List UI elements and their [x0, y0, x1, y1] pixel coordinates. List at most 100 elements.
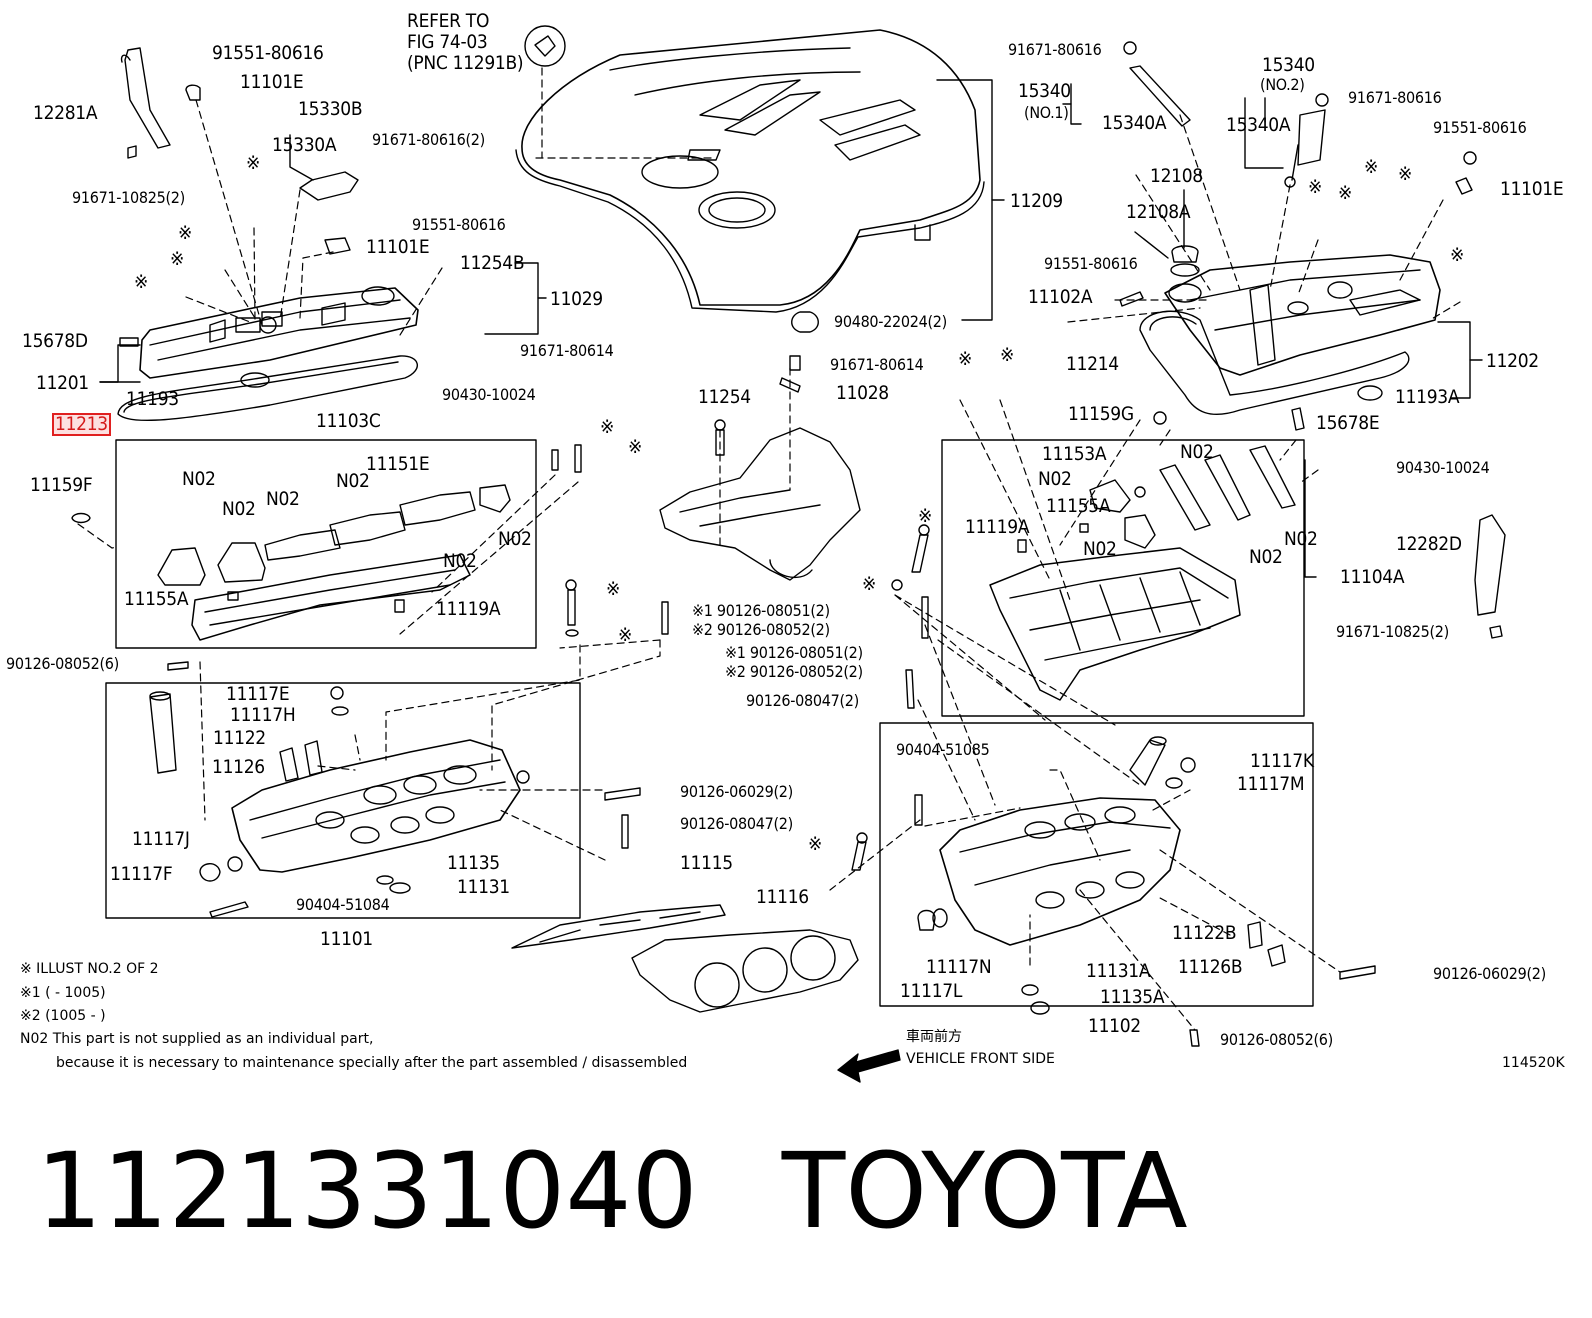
- part-11126B[interactable]: 11126B: [1178, 956, 1243, 978]
- mark-4: ※: [134, 271, 149, 293]
- part-11202[interactable]: 11202: [1486, 350, 1539, 372]
- part-90404-51084[interactable]: 90404-51084: [296, 895, 390, 914]
- part-91671-80616-right-a[interactable]: 91671-80616: [1008, 40, 1102, 59]
- note-n02-5: N02: [498, 528, 532, 550]
- part-11159G[interactable]: 11159G: [1068, 403, 1134, 425]
- part-11104A[interactable]: 11104A: [1340, 566, 1405, 588]
- part-12281A[interactable]: 12281A: [33, 102, 98, 124]
- part-15330B[interactable]: 15330B: [298, 98, 363, 120]
- part-11028[interactable]: 11028: [836, 382, 889, 404]
- mark-9: ※: [862, 573, 877, 595]
- part-11135[interactable]: 11135: [447, 852, 500, 874]
- mark-10: ※: [918, 505, 933, 527]
- vehicle-front-arrow-icon: [837, 1049, 901, 1083]
- part-15340A-b[interactable]: 15340A: [1226, 114, 1291, 136]
- part-11193A[interactable]: 11193A: [1395, 386, 1460, 408]
- part-91671-80616-2-a[interactable]: 91671-80616(2): [372, 130, 485, 149]
- part-11117J[interactable]: 11117J: [132, 828, 190, 850]
- part-s1-90126-08051-2-a[interactable]: ※1 90126-08051(2): [692, 601, 830, 620]
- part-11155A-a[interactable]: 11155A: [124, 588, 189, 610]
- part-11126[interactable]: 11126: [212, 756, 265, 778]
- part-15330A[interactable]: 15330A: [272, 134, 337, 156]
- label-15340-no2-sub: (NO.2): [1260, 75, 1305, 94]
- part-11115[interactable]: 11115: [680, 852, 733, 874]
- part-11131A[interactable]: 11131A: [1086, 960, 1151, 982]
- part-11117M[interactable]: 11117M: [1237, 773, 1305, 795]
- refer-line-1: REFER TO: [407, 10, 490, 32]
- part-11119A-a[interactable]: 11119A: [436, 598, 501, 620]
- part-90126-06029-2-a[interactable]: 90126-06029(2): [680, 782, 793, 801]
- part-11101[interactable]: 11101: [320, 928, 373, 950]
- part-11116[interactable]: 11116: [756, 886, 809, 908]
- part-91671-80616-right-b[interactable]: 91671-80616: [1348, 88, 1442, 107]
- part-91671-80614-a[interactable]: 91671-80614: [520, 341, 614, 360]
- part-91671-10825-2-a[interactable]: 91671-10825(2): [72, 188, 185, 207]
- note-n02-7: N02: [1038, 468, 1072, 490]
- mark-3: ※: [170, 248, 185, 270]
- refer-line-2: FIG 74-03: [407, 31, 488, 53]
- part-15340-no1[interactable]: 15340: [1018, 80, 1071, 102]
- head-gaskets: [511, 904, 859, 1013]
- part-90126-08052-6-a[interactable]: 90126-08052(6): [6, 654, 119, 673]
- part-91551-80616-b[interactable]: 91551-80616: [412, 215, 506, 234]
- note-n02-4: N02: [336, 470, 370, 492]
- part-11193[interactable]: 11193: [126, 388, 179, 410]
- part-11201[interactable]: 11201: [36, 372, 89, 394]
- part-90126-06029-2-b[interactable]: 90126-06029(2): [1433, 964, 1546, 983]
- part-11153A[interactable]: 11153A: [1042, 443, 1107, 465]
- part-91671-80614-b[interactable]: 91671-80614: [830, 355, 924, 374]
- part-11103C[interactable]: 11103C: [316, 410, 381, 432]
- part-11102[interactable]: 11102: [1088, 1015, 1141, 1037]
- part-15340A-a[interactable]: 15340A: [1102, 112, 1167, 134]
- part-11254B[interactable]: 11254B: [460, 252, 525, 274]
- vehicle-front-en: VEHICLE FRONT SIDE: [906, 1051, 1055, 1067]
- part-11209[interactable]: 11209: [1010, 190, 1063, 212]
- part-11213-highlighted[interactable]: 11213: [52, 413, 111, 436]
- part-11117E[interactable]: 11117E: [226, 683, 290, 705]
- part-91551-80616-d[interactable]: 91551-80616: [1044, 254, 1138, 273]
- part-s2-90126-08052-2-b[interactable]: ※2 90126-08052(2): [725, 662, 863, 681]
- part-91671-10825-2-b[interactable]: 91671-10825(2): [1336, 622, 1449, 641]
- part-15340-no2[interactable]: 15340: [1262, 54, 1315, 76]
- part-90430-10024-b[interactable]: 90430-10024: [1396, 458, 1490, 477]
- part-11135A[interactable]: 11135A: [1100, 986, 1165, 1008]
- part-12282D[interactable]: 12282D: [1396, 533, 1462, 555]
- part-11122[interactable]: 11122: [213, 727, 266, 749]
- part-s2-90126-08052-2-a[interactable]: ※2 90126-08052(2): [692, 620, 830, 639]
- part-11102A[interactable]: 11102A: [1028, 286, 1093, 308]
- part-11119A-b[interactable]: 11119A: [965, 516, 1030, 538]
- part-15678D[interactable]: 15678D: [22, 330, 88, 352]
- part-11101E-a[interactable]: 11101E: [240, 71, 304, 93]
- part-91551-80616-a[interactable]: 91551-80616: [212, 42, 324, 64]
- part-90430-10024-a[interactable]: 90430-10024: [442, 385, 536, 404]
- part-15678E[interactable]: 15678E: [1316, 412, 1380, 434]
- part-11254[interactable]: 11254: [698, 386, 751, 408]
- part-91551-80616-c[interactable]: 91551-80616: [1433, 118, 1527, 137]
- part-12108[interactable]: 12108: [1150, 165, 1203, 187]
- part-11117K[interactable]: 11117K: [1250, 750, 1314, 772]
- part-90480-22024-2[interactable]: 90480-22024(2): [834, 312, 947, 331]
- part-11029[interactable]: 11029: [550, 288, 603, 310]
- part-11101E-b[interactable]: 11101E: [366, 236, 430, 258]
- part-90126-08047-2-a[interactable]: 90126-08047(2): [680, 814, 793, 833]
- mark-2: ※: [178, 222, 193, 244]
- part-11117L[interactable]: 11117L: [900, 980, 963, 1002]
- part-s1-90126-08051-2-b[interactable]: ※1 90126-08051(2): [725, 643, 863, 662]
- part-11151E[interactable]: 11151E: [366, 453, 430, 475]
- part-11214[interactable]: 11214: [1066, 353, 1119, 375]
- part-11117F[interactable]: 11117F: [110, 863, 173, 885]
- part-11101E-c[interactable]: 11101E: [1500, 178, 1564, 200]
- part-90126-08047-2-b[interactable]: 90126-08047(2): [746, 691, 859, 710]
- part-90404-51085[interactable]: 90404-51085: [896, 740, 990, 759]
- part-90126-08052-6-b[interactable]: 90126-08052(6): [1220, 1030, 1333, 1049]
- part-11117N[interactable]: 11117N: [926, 956, 992, 978]
- part-11122B[interactable]: 11122B: [1172, 922, 1237, 944]
- note-n02-3: N02: [266, 488, 300, 510]
- part-12108A[interactable]: 12108A: [1126, 201, 1191, 223]
- part-11117H[interactable]: 11117H: [230, 704, 296, 726]
- note-n02-8: N02: [1180, 441, 1214, 463]
- frame-cylinder-head-right: [879, 722, 1314, 1007]
- part-11155A-b[interactable]: 11155A: [1046, 495, 1111, 517]
- part-11131[interactable]: 11131: [457, 876, 510, 898]
- part-11159F[interactable]: 11159F: [30, 474, 93, 496]
